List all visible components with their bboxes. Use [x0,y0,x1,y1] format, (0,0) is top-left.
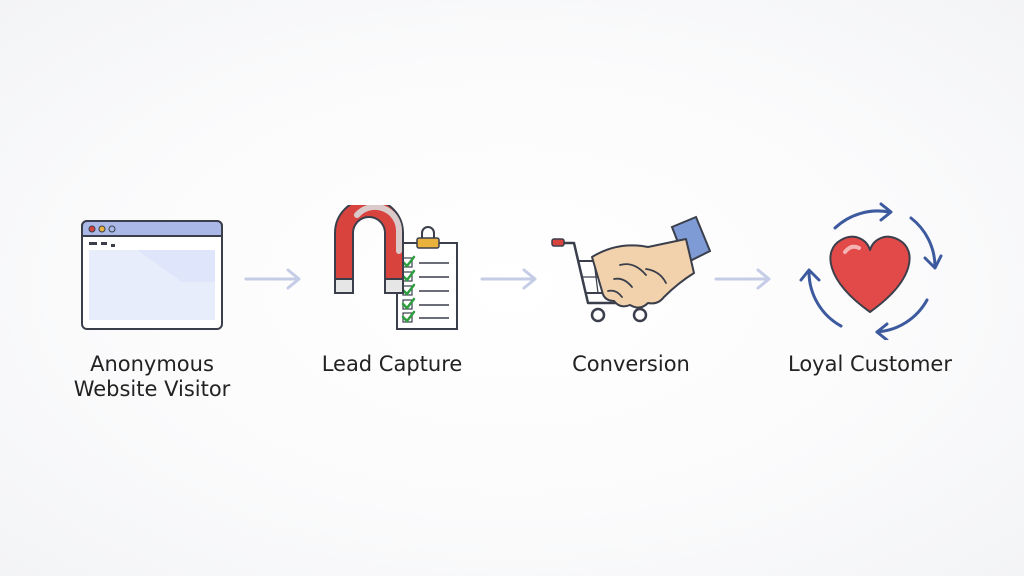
flow-arrow-3 [714,268,771,290]
heart-cycle-icon [780,200,960,340]
browser-window-icon [62,200,242,340]
flow-arrow-1 [244,268,301,290]
cart-handshake-icon [541,200,721,340]
stage-label: Conversion [572,352,690,376]
stage-label: Anonymous Website Visitor [73,352,231,401]
stage-label: Lead Capture [321,352,463,376]
stage-label: Loyal Customer [788,352,952,376]
magnet-clipboard-icon [302,200,482,340]
flow-arrow-2 [480,268,537,290]
